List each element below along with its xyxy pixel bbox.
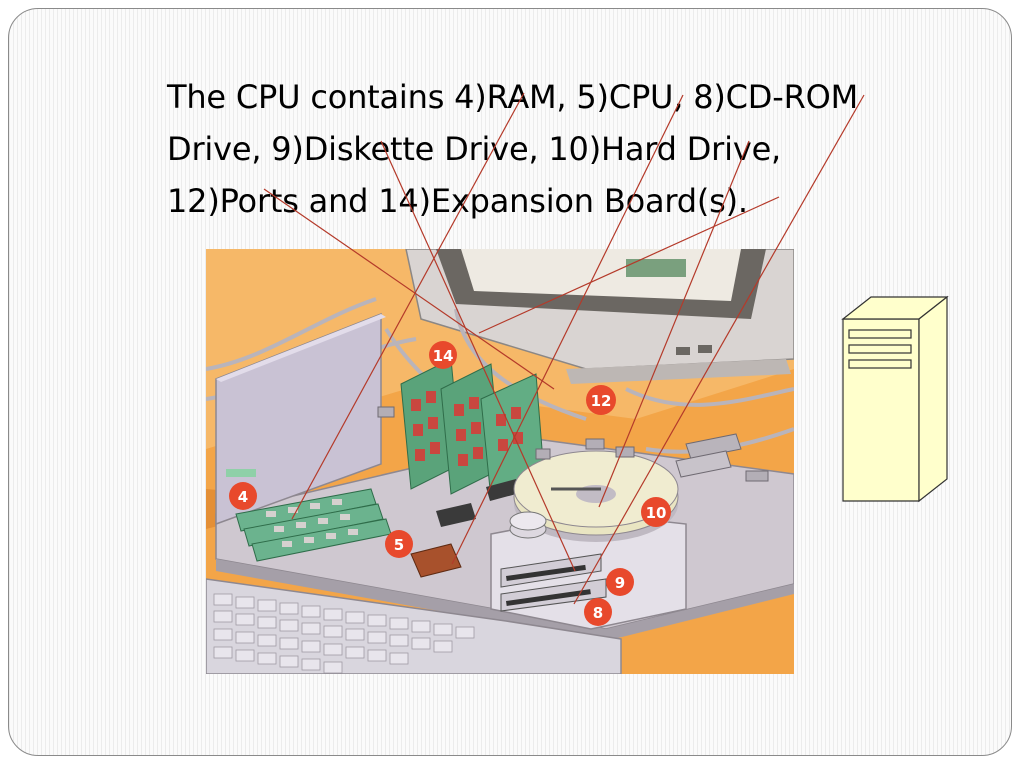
tower-computer-icon <box>841 295 949 503</box>
callout-4-label: 4 <box>238 488 248 506</box>
callout-9-label: 9 <box>615 574 625 592</box>
text-line-2: Drive, 9)Diskette Drive, 10)Hard Drive, <box>167 130 782 168</box>
callout-10-label: 10 <box>646 504 667 522</box>
tower-bay-2 <box>848 344 912 354</box>
floor-label <box>226 469 256 477</box>
callout-4: 4 <box>229 482 257 510</box>
text-line-3: 12)Ports and 14)Expansion Board(s). <box>167 182 748 220</box>
callout-12-label: 12 <box>591 392 612 410</box>
case-edge <box>216 559 794 641</box>
floor-box-1 <box>377 406 395 418</box>
text-line-1: The CPU contains 4)RAM, 5)CPU, 8)CD-ROM <box>167 78 859 116</box>
hard-drive <box>509 450 679 542</box>
keyboard <box>206 578 622 674</box>
callout-9: 9 <box>606 568 634 596</box>
callout-10: 10 <box>641 497 671 527</box>
callout-5: 5 <box>385 530 413 558</box>
slide: The CPU contains 4)RAM, 5)CPU, 8)CD-ROM … <box>8 8 1012 756</box>
tower-bay-1 <box>848 329 912 339</box>
callout-8: 8 <box>584 598 612 626</box>
computer-interior-illustration: 14 12 4 5 10 9 <box>206 249 794 674</box>
callout-8-label: 8 <box>593 604 603 622</box>
slide-body-text: The CPU contains 4)RAM, 5)CPU, 8)CD-ROM … <box>167 71 967 227</box>
tower-bay-3 <box>848 359 912 369</box>
callout-12: 12 <box>586 385 616 415</box>
callout-14-label: 14 <box>433 347 454 365</box>
callout-5-label: 5 <box>394 536 404 554</box>
callout-14: 14 <box>429 341 457 369</box>
